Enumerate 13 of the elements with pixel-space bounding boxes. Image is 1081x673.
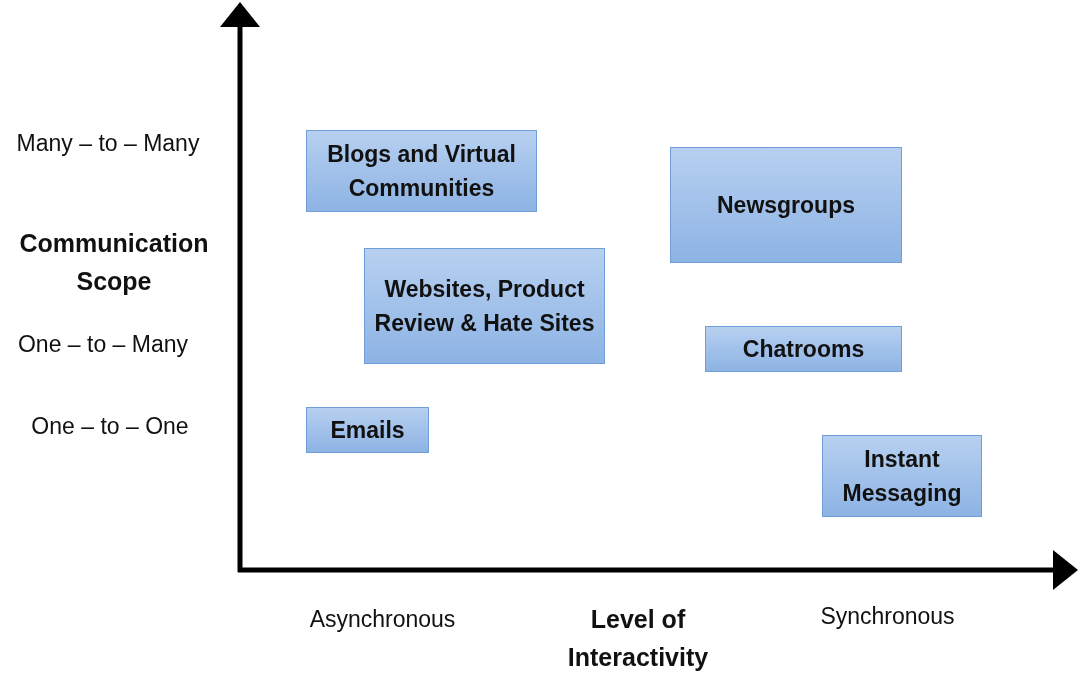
category-box: Websites, Product Review & Hate Sites (364, 248, 605, 364)
interactivity-tick-label: Asynchronous (308, 606, 457, 633)
x-axis-title: Level of Interactivity (566, 604, 710, 673)
y-axis-title: Communication Scope (18, 228, 210, 297)
scope-tick-label: Many – to – Many (15, 130, 201, 157)
scope-tick-label: One – to – Many (16, 331, 189, 358)
category-box: Instant Messaging (822, 435, 982, 517)
scope-tick-label: One – to – One (30, 413, 190, 440)
interactivity-tick-label: Synchronous (819, 603, 956, 630)
category-box: Blogs and Virtual Communities (306, 130, 537, 212)
category-box: Newsgroups (670, 147, 902, 263)
category-box: Emails (306, 407, 429, 453)
category-box: Chatrooms (705, 326, 902, 372)
